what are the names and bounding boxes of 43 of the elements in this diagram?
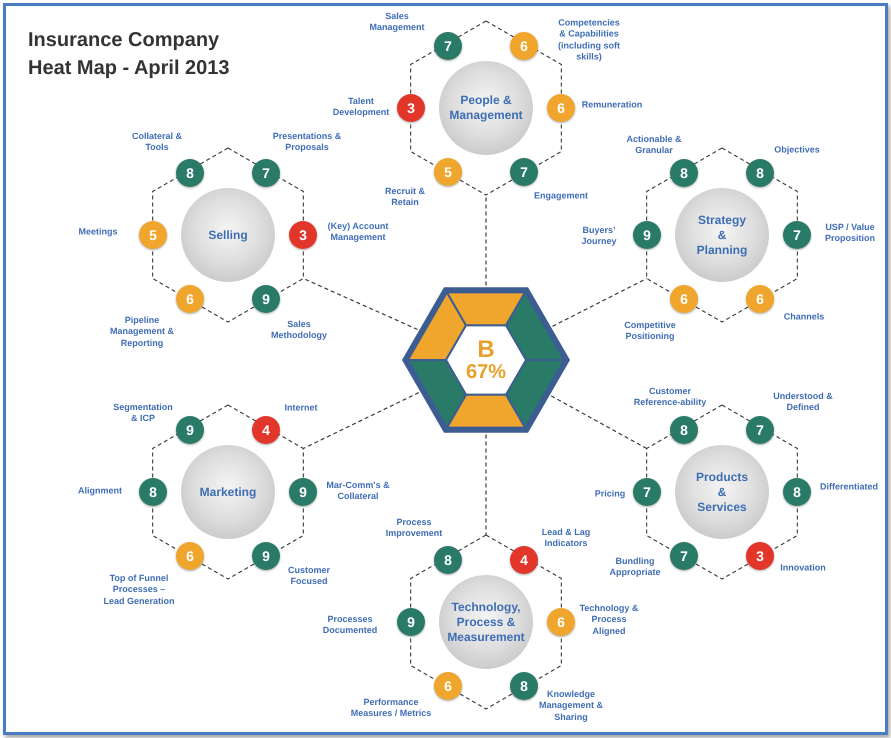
score-label: Processes Documented xyxy=(322,614,378,636)
dashed-connector xyxy=(552,278,647,327)
score-label: Engagement xyxy=(534,190,588,202)
score-label: Process Improvement xyxy=(384,516,444,540)
score-label: Meetings xyxy=(78,226,118,238)
score-label: Bundling Appropriate xyxy=(608,556,662,578)
score-label: Pricing xyxy=(594,488,626,500)
score-label: Alignment xyxy=(78,485,122,497)
score-label: Lead & Lag Indicators xyxy=(540,526,592,550)
score-label: Sales Management xyxy=(368,10,426,34)
score-label: Actionable & Granular xyxy=(625,134,682,156)
score-label: (Key) Account Management xyxy=(326,220,390,244)
score-label: Innovation xyxy=(780,562,826,574)
score-label: Competencies & Capabilities (including soft skills) xyxy=(557,18,621,62)
score-label: Objectives xyxy=(774,144,820,156)
score-label: Knowledge Management & Sharing xyxy=(538,689,604,723)
score-label: Customer Focused xyxy=(286,564,331,588)
score-label: Presentations & Proposals xyxy=(272,130,342,154)
score-label: Competitive Positioning xyxy=(623,320,677,342)
score-label: Pipeline Management & Reporting xyxy=(108,315,175,349)
score-label: Performance Measures / Metrics xyxy=(350,696,432,720)
score-label: Buyers’ Journey xyxy=(580,224,618,248)
score-label: Talent Development xyxy=(332,96,390,118)
score-label: USP / Value Proposition xyxy=(824,222,876,244)
score-label: Customer Reference-ability xyxy=(632,386,708,408)
score-label: Sales Methodology xyxy=(270,318,328,342)
dashed-connector xyxy=(303,278,418,330)
score-label: Mar-Comm's & Collateral xyxy=(325,480,391,502)
dashed-connector xyxy=(550,395,647,450)
score-label: Internet xyxy=(284,402,318,414)
score-label: Differentiated xyxy=(820,481,878,493)
score-label: Understood & Defined xyxy=(772,390,834,414)
score-label: Remuneration xyxy=(582,99,642,111)
score-label: Technology & Process Aligned xyxy=(578,603,640,637)
score-label: Channels xyxy=(784,311,824,323)
score-label: Top of Funnel Processes – Lead Generation xyxy=(102,573,176,607)
dashed-connector xyxy=(485,195,487,286)
dashed-connector xyxy=(485,434,487,535)
score-label: Segmentation & ICP xyxy=(112,402,174,424)
score-label: Collateral & Tools xyxy=(131,130,183,154)
dashed-connector xyxy=(303,392,420,450)
diagram-title: Insurance Company Heat Map - April 2013 xyxy=(28,28,231,81)
score-label: Recruit & Retain xyxy=(384,186,426,208)
